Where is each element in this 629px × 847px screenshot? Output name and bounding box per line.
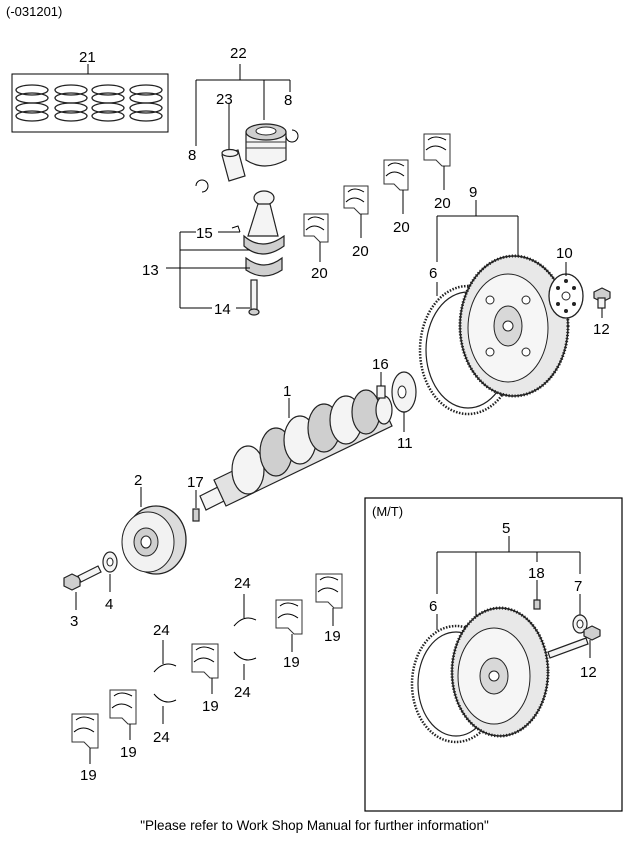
mt-inset-frame [364, 497, 623, 812]
plate-11[interactable] [391, 371, 417, 413]
bolt-12-lower[interactable] [547, 625, 601, 659]
callout-21: 21 [79, 49, 96, 66]
bolt-3[interactable] [63, 565, 102, 591]
rod-bearing-20-c[interactable] [383, 159, 409, 191]
rod-bearing-20-b[interactable] [343, 185, 369, 215]
callout-2: 2 [134, 472, 142, 489]
callout-20-d: 20 [434, 195, 451, 212]
crankshaft-1[interactable] [199, 389, 393, 511]
callout-19-a: 19 [324, 628, 341, 645]
callout-24-d: 24 [153, 729, 170, 746]
main-bearing-19-b[interactable] [275, 599, 303, 635]
connecting-rod-13[interactable] [243, 190, 285, 277]
footer-note: "Please refer to Work Shop Manual for fu… [140, 818, 489, 833]
bolt-12-upper[interactable] [593, 287, 611, 309]
main-bearing-19-d[interactable] [109, 689, 137, 725]
callout-1: 1 [283, 383, 291, 400]
callout-18: 18 [528, 565, 545, 582]
key-17[interactable] [192, 508, 200, 522]
callout-22: 22 [230, 45, 247, 62]
callout-20-b: 20 [352, 243, 369, 260]
main-bearing-19-c[interactable] [191, 643, 219, 679]
callout-20-a: 20 [311, 265, 328, 282]
callout-15: 15 [196, 225, 213, 242]
callout-4: 4 [105, 596, 113, 613]
flywheel-5[interactable] [450, 606, 550, 738]
washer-4[interactable] [102, 551, 118, 573]
callout-19-d: 19 [120, 744, 137, 761]
callout-13: 13 [142, 262, 159, 279]
callout-10: 10 [556, 245, 573, 262]
thrust-bearing-24-d[interactable] [153, 693, 177, 703]
callout-7: 7 [574, 578, 582, 595]
callout-5: 5 [502, 520, 510, 537]
callout-12-upper: 12 [593, 321, 610, 338]
piston-22[interactable] [245, 123, 287, 167]
callout-23: 23 [216, 91, 233, 108]
catalog-code: (-031201) [6, 4, 63, 19]
main-bearing-19-e[interactable] [71, 713, 99, 749]
callout-9: 9 [469, 184, 477, 201]
spacer-7[interactable] [572, 614, 588, 634]
callout-20-c: 20 [393, 219, 410, 236]
rod-bearing-20-d[interactable] [423, 133, 451, 167]
flywheel-9[interactable] [458, 254, 570, 398]
pin-16[interactable] [376, 385, 386, 399]
pulley-2[interactable] [121, 505, 187, 575]
mt-inset-title: (M/T) [372, 504, 403, 519]
thrust-bearing-24-b[interactable] [233, 651, 257, 661]
callout-24-c: 24 [153, 622, 170, 639]
callout-6-upper: 6 [429, 265, 437, 282]
rod-bearing-20-a[interactable] [303, 213, 329, 243]
callout-19-b: 19 [283, 654, 300, 671]
callout-8-upper: 8 [284, 92, 292, 109]
callout-6-lower: 6 [429, 598, 437, 615]
callout-17: 17 [187, 474, 204, 491]
callout-24-b: 24 [234, 684, 251, 701]
piston-ring-set-21[interactable] [11, 73, 169, 133]
bolt-14[interactable] [248, 279, 260, 316]
pin-18[interactable] [533, 599, 541, 610]
bearing-15[interactable] [231, 225, 241, 233]
callout-19-e: 19 [80, 767, 97, 784]
snap-ring-8-upper[interactable] [285, 129, 299, 143]
thrust-bearing-24-a[interactable] [233, 617, 257, 627]
snap-ring-8-lower[interactable] [195, 179, 209, 193]
callout-24-a: 24 [234, 575, 251, 592]
callout-8-lower: 8 [188, 147, 196, 164]
plate-10[interactable] [548, 273, 584, 319]
callout-16: 16 [372, 356, 389, 373]
main-bearing-19-a[interactable] [315, 573, 343, 609]
callout-14: 14 [214, 301, 231, 318]
callout-3: 3 [70, 613, 78, 630]
thrust-bearing-24-c[interactable] [153, 663, 177, 673]
piston-pin-23[interactable] [221, 148, 246, 182]
callout-19-c: 19 [202, 698, 219, 715]
callout-11: 11 [397, 435, 413, 452]
callout-12-lower: 12 [580, 664, 597, 681]
